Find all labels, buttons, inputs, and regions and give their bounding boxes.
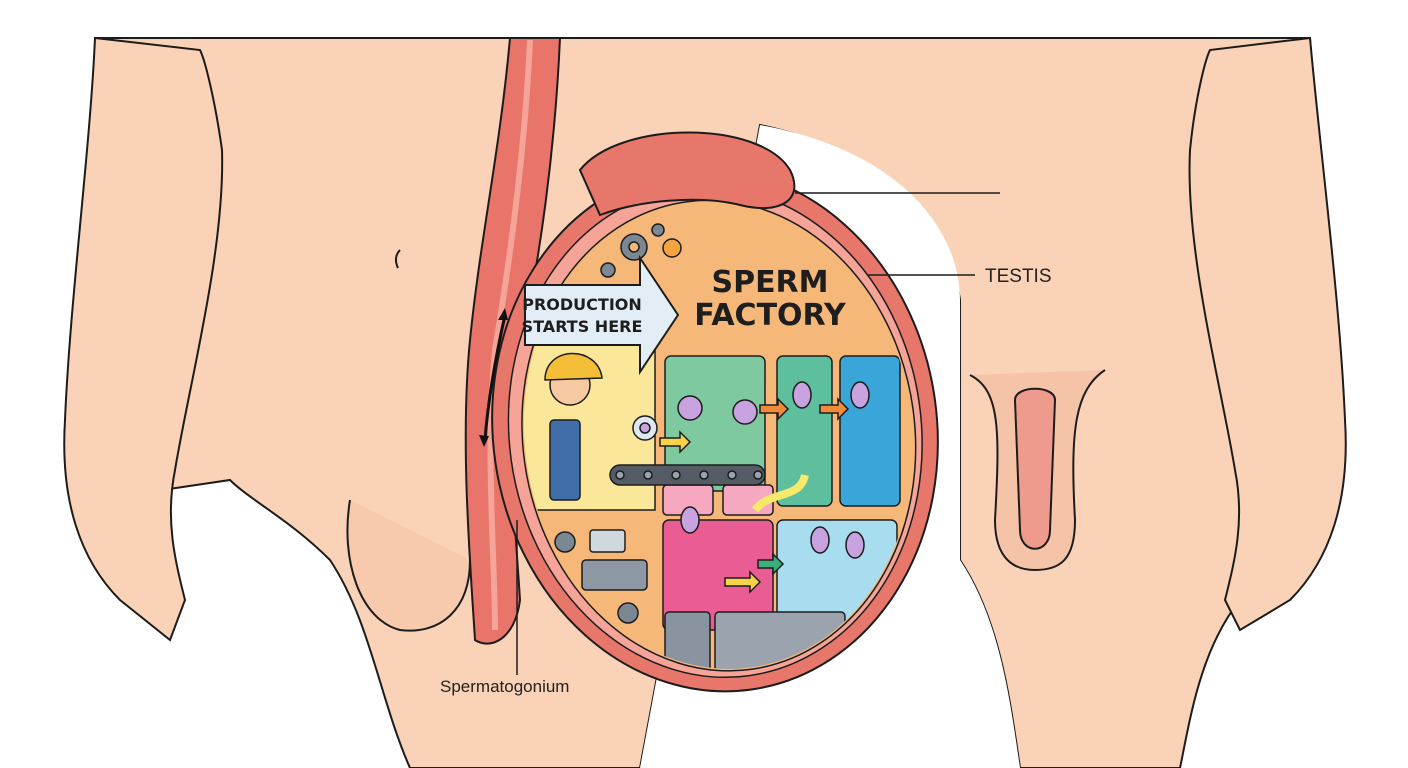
production-sign: PRODUCTION STARTS HERE <box>522 254 680 376</box>
label-spermatogonium: Spermatogonium <box>440 677 569 696</box>
right-arm <box>1188 36 1347 632</box>
label-testis: TESTIS <box>985 266 1052 287</box>
left-arm <box>63 36 224 642</box>
title-line1: SPERM <box>711 265 828 300</box>
worker <box>544 352 658 501</box>
double-arrow <box>483 314 507 441</box>
factory-title: SPERM FACTORY <box>694 265 847 333</box>
gear-icons <box>554 223 682 624</box>
title-line2: FACTORY <box>694 298 847 333</box>
sign-line2: STARTS HERE <box>522 317 643 336</box>
epididymis <box>578 131 796 217</box>
scrotum-outline <box>346 499 471 632</box>
navel <box>394 249 401 269</box>
sign-line1: PRODUCTION <box>522 295 642 314</box>
penis-illustration <box>969 369 1106 572</box>
